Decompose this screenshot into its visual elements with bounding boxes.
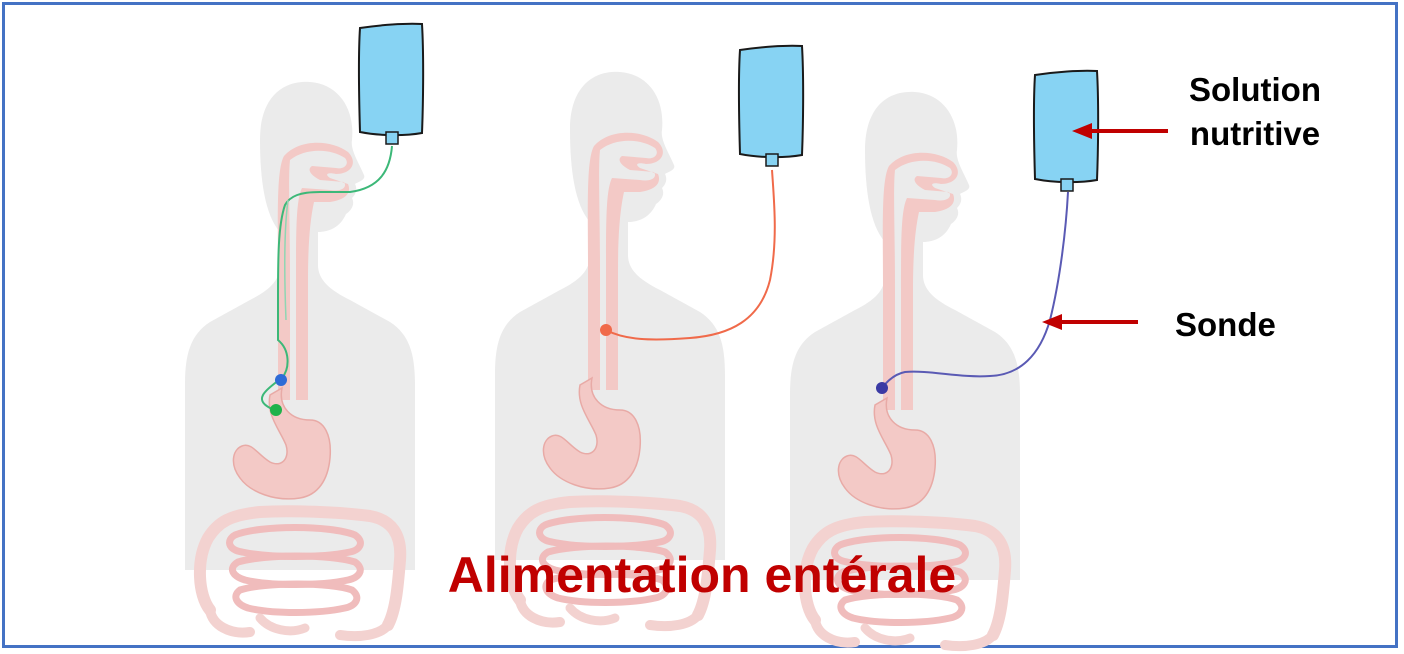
label-solution-line2: nutritive [1189,115,1321,152]
label-solution-nutritive: Solution nutritive [1150,68,1360,156]
figure-gastrostomy [495,44,805,626]
figure-jejunostomy [790,69,1100,646]
nutrition-bag-icon [357,22,425,146]
nutrition-bag-icon [737,44,805,168]
figure-nasogastric [185,22,425,636]
tube-tip-stomach [275,374,287,386]
jejunostomy-tube-tip [876,382,888,394]
label-sonde: Sonde [1175,306,1276,343]
arrow-sonde [1042,314,1138,330]
arrow-solution [1072,123,1168,139]
tube-tip-jejunum [270,404,282,416]
diagram-title: Alimentation entérale [447,547,957,603]
label-solution-line1: Solution [1189,71,1321,108]
gastrostomy-tube-tip [600,324,612,336]
